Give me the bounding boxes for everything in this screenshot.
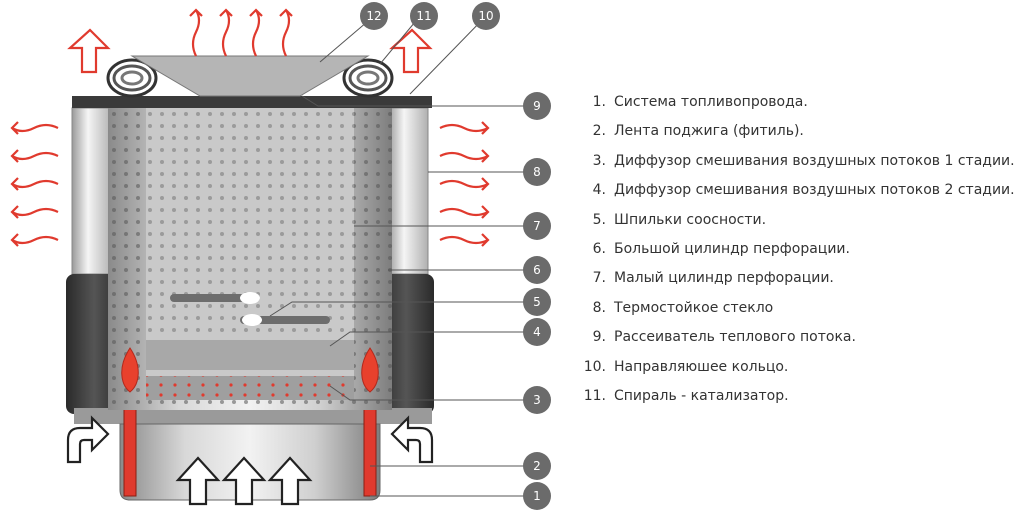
legend-item-1: 1.Система топливопровода. <box>592 94 808 110</box>
svg-text:2: 2 <box>533 459 541 473</box>
callout-6: 6 <box>523 256 551 284</box>
top-funnel <box>130 55 370 97</box>
legend-item-4: 4.Диффузор смешивания воздушных потоков … <box>592 182 1015 199</box>
svg-text:12: 12 <box>366 9 381 23</box>
legend-item-10: 10.Направляюшее кольцо. <box>583 358 789 375</box>
alignment-pin-top <box>170 294 260 302</box>
flame-right-icon <box>361 347 379 393</box>
heat-arrows-right-icon <box>439 121 490 247</box>
wick-right <box>363 403 377 497</box>
glass-right <box>387 107 429 275</box>
legend-item-6: 6.Большой цилиндр перфорации. <box>592 240 850 257</box>
callout-1: 1 <box>523 482 551 510</box>
svg-text:6: 6 <box>533 263 541 277</box>
legend-item-5: 5.Шпильки соосности. <box>592 211 767 228</box>
air-intake-arrows-icon <box>66 415 434 506</box>
svg-text:5: 5 <box>533 295 541 309</box>
legend-item-7: 7.Малый цилиндр перфорации. <box>592 270 834 287</box>
glass-left <box>71 107 113 275</box>
callout-9: 9 <box>523 92 551 120</box>
wick-left <box>123 403 137 497</box>
svg-text:10: 10 <box>478 9 493 23</box>
component-legend: 1.Система топливопровода. 2.Лента поджиг… <box>568 88 1024 411</box>
heater-cutaway-diagram: 1 2 3 4 5 6 7 8 9 10 11 12 <box>10 2 551 510</box>
heat-arrows-left-icon <box>10 121 59 247</box>
callout-12: 12 <box>360 2 388 30</box>
callout-5: 5 <box>523 288 551 316</box>
flame-left-icon <box>121 347 139 393</box>
callout-4: 4 <box>523 318 551 346</box>
callout-3: 3 <box>523 386 551 414</box>
svg-text:1: 1 <box>533 489 541 503</box>
svg-text:11: 11 <box>416 9 431 23</box>
callout-8: 8 <box>523 158 551 186</box>
callout-11: 11 <box>410 2 438 30</box>
legend-item-8: 8.Термостойкое стекло <box>592 299 774 316</box>
callout-10: 10 <box>472 2 500 30</box>
svg-text:3: 3 <box>533 393 541 407</box>
legend-item-9: 9.Рассеиватель теплового потока. <box>592 329 856 346</box>
legend-item-11: 11.Спираль - катализатор. <box>583 387 789 404</box>
callout-2: 2 <box>523 452 551 480</box>
diffuser-stage-2 <box>146 340 354 370</box>
alignment-pin-bottom <box>240 316 330 324</box>
svg-text:8: 8 <box>533 165 541 179</box>
callout-7: 7 <box>523 212 551 240</box>
heat-arrows-top-icon <box>67 8 433 74</box>
svg-text:4: 4 <box>533 325 541 339</box>
svg-text:7: 7 <box>533 219 541 233</box>
catalyst-coil-right <box>342 58 394 98</box>
svg-text:9: 9 <box>533 99 541 113</box>
heat-diffuser-ring <box>72 96 432 108</box>
legend-item-3: 3.Диффузор смешивания воздушных потоков … <box>592 152 1015 169</box>
base-rim <box>74 408 432 424</box>
catalyst-coil-left <box>106 58 158 98</box>
legend-item-2: 2.Лента поджига (фитиль). <box>592 123 804 140</box>
